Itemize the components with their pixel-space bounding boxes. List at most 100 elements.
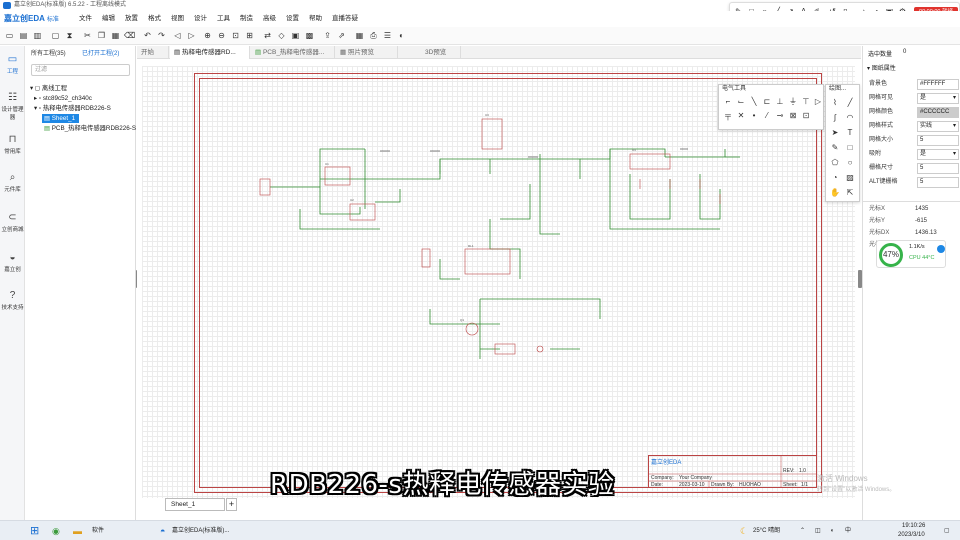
taskbar-app-folder[interactable]: 软件 — [92, 528, 105, 534]
tree-project-rdb226[interactable]: ▾ ▫ 热释电传感器RDB226-S — [34, 105, 111, 112]
history-icon[interactable]: ⧗ — [66, 31, 73, 40]
tray-expand-icon[interactable]: ⌃ — [800, 528, 806, 534]
vcc-icon[interactable]: ╤ — [725, 111, 731, 120]
sheet-tab[interactable]: Sheet_1 — [165, 498, 225, 511]
tab-pcb[interactable]: ▤ PCB_热释电传感器... — [251, 46, 335, 59]
pin-icon[interactable]: ⊸ — [776, 111, 784, 120]
line-draw-icon[interactable]: ╱ — [847, 98, 853, 107]
menu-tools[interactable]: 工具 — [217, 15, 230, 22]
grid-style-select[interactable]: 实线 — [917, 121, 959, 132]
menu-view[interactable]: 视图 — [171, 15, 184, 22]
menu-advanced[interactable]: 高级 — [263, 15, 276, 22]
menu-manufacture[interactable]: 制造 — [240, 15, 253, 22]
save-icon[interactable]: ▤ — [19, 31, 28, 40]
part-icon[interactable]: ⊠ — [789, 111, 797, 120]
zoom-out-icon[interactable]: ⊖ — [218, 31, 225, 40]
rail-jlc[interactable]: ◒嘉立创 — [4, 252, 21, 273]
menu-help[interactable]: 帮助 — [309, 15, 322, 22]
notification-icon[interactable]: ▢ — [944, 528, 950, 534]
tree-offline-projects[interactable]: ▾ ◻ 离线工程 — [30, 85, 68, 92]
right-panel-collapse-handle[interactable] — [858, 270, 862, 288]
text-draw-icon[interactable]: T — [847, 128, 853, 137]
grid-visible-select[interactable]: 是 — [917, 93, 959, 104]
layers-icon[interactable]: ☰ — [383, 31, 392, 40]
tab-3d-preview[interactable]: 3D预览 — [399, 46, 461, 59]
tab-open-projects[interactable]: 已打开工程(2) — [82, 51, 120, 57]
order-icon[interactable]: ▦ — [355, 31, 364, 40]
cut-icon[interactable]: ✂ — [84, 31, 91, 40]
add-sheet-button[interactable]: + — [226, 498, 237, 511]
net-flag-icon[interactable]: ⊥ — [776, 97, 784, 106]
cpu-monitor-widget[interactable]: 47% 1.1K/s CPU 44°C — [876, 240, 946, 268]
tab-all-projects[interactable]: 所有工程(35) — [31, 51, 66, 57]
save-all-icon[interactable]: ▥ — [33, 31, 42, 40]
paste-icon[interactable]: ▦ — [111, 31, 120, 40]
junction-icon[interactable]: • — [752, 111, 756, 120]
open-icon[interactable]: ▢ — [51, 31, 60, 40]
pan-hand-icon[interactable]: ✋ — [830, 188, 840, 197]
clock-time[interactable]: 19:10:26 — [902, 523, 926, 529]
menu-design[interactable]: 设计 — [194, 15, 207, 22]
prev-icon[interactable]: ◁ — [174, 31, 181, 40]
bom-icon[interactable]: ▣ — [291, 31, 300, 40]
next-icon[interactable]: ▷ — [188, 31, 195, 40]
accelerate-icon[interactable] — [937, 245, 945, 253]
menu-file[interactable]: 文件 — [79, 15, 92, 22]
tree-sheet-1[interactable]: ▤ Sheet_1 — [42, 114, 80, 123]
net-label-icon[interactable]: ⊏ — [763, 97, 771, 106]
ime-tray-icon[interactable]: 中 — [845, 528, 852, 534]
share-icon[interactable]: ⇗ — [338, 31, 345, 40]
tree-project-stc89c52[interactable]: ▸ ▫ stc89c52_ch340c — [34, 95, 92, 102]
ground-icon[interactable]: ⏚ — [789, 97, 797, 106]
wire-icon[interactable]: ⌐ — [725, 97, 731, 106]
delete-icon[interactable]: ⌫ — [124, 31, 136, 40]
tab-schematic[interactable]: ▤ 热释电传感器RD... — [170, 46, 250, 59]
menu-edit[interactable]: 编辑 — [102, 15, 115, 22]
freehand-icon[interactable]: ✎ — [831, 143, 839, 152]
zoom-in-icon[interactable]: ⊕ — [204, 31, 211, 40]
rail-common-library[interactable]: ⊓常用库 — [4, 134, 21, 155]
sheet-symbol-icon[interactable]: ⊡ — [802, 111, 810, 120]
rail-tech-support[interactable]: ?技术支持 — [1, 290, 24, 311]
snap-size-input[interactable]: 5 — [917, 163, 959, 174]
rail-lcsc-shop[interactable]: ⊂立创商城 — [1, 212, 24, 233]
net-port-icon[interactable]: ▷ — [814, 97, 822, 106]
rect-draw-icon[interactable]: □ — [847, 143, 853, 152]
polygon-icon[interactable]: ⬠ — [831, 158, 839, 167]
menu-place[interactable]: 放置 — [125, 15, 138, 22]
background-color-input[interactable]: #FFFFFF — [917, 79, 959, 90]
new-file-icon[interactable]: ▭ — [5, 31, 14, 40]
grid-size-input[interactable]: 5 — [917, 135, 959, 146]
export-icon[interactable]: ⇪ — [324, 31, 331, 40]
clock-date[interactable]: 2023/3/10 — [898, 532, 925, 538]
drc-icon[interactable]: ◇ — [278, 31, 285, 40]
drag-icon[interactable]: ⇱ — [846, 188, 854, 197]
print-icon[interactable]: ⎙ — [370, 31, 377, 40]
tab-photo-preview[interactable]: ▦ 照片预览 — [336, 46, 398, 59]
ellipse-icon[interactable]: ○ — [847, 158, 853, 167]
redo-toolbar-icon[interactable]: ↷ — [158, 31, 165, 40]
rail-project[interactable]: ▭工程 — [6, 54, 18, 75]
menu-live-qa[interactable]: 直播答疑 — [332, 15, 358, 22]
arc-icon[interactable]: ◠ — [846, 113, 854, 122]
schematic-canvas[interactable]: U1 U2 U3 U4 RL1 Q1 — [142, 66, 860, 498]
explorer-icon[interactable]: ▬ — [73, 526, 82, 536]
arrow-draw-icon[interactable]: ➤ — [831, 128, 839, 137]
netlist-icon[interactable]: ⇄ — [264, 31, 271, 40]
taskbar-app-easyeda[interactable]: 嘉立创EDA(标准版)... — [172, 528, 230, 534]
rail-design-manager[interactable]: ☷设计管理器 — [1, 92, 24, 121]
bus-icon[interactable]: ⌙ — [737, 97, 745, 106]
pie-icon[interactable]: ◔ — [832, 173, 838, 182]
filter-input[interactable]: 过滤 — [31, 64, 130, 76]
pcb-convert-icon[interactable]: ▩ — [305, 31, 314, 40]
alt-snap-input[interactable]: 5 — [917, 177, 959, 188]
snap-select[interactable]: 是 — [917, 149, 959, 160]
copy-icon[interactable]: ❐ — [97, 31, 106, 40]
polyline-icon[interactable]: ⌇ — [833, 98, 837, 107]
zoom-area-icon[interactable]: ⊞ — [246, 31, 253, 40]
rail-component-library[interactable]: ⌕元件库 — [4, 172, 21, 193]
network-tray-icon[interactable]: ◫ — [815, 528, 821, 534]
grid-color-input[interactable]: #CCCCCC — [917, 107, 959, 118]
tab-start[interactable]: 开始 — [137, 46, 169, 59]
tree-pcb-rdb226[interactable]: ▤ PCB_热释电传感器RDB226-S — [44, 125, 137, 132]
